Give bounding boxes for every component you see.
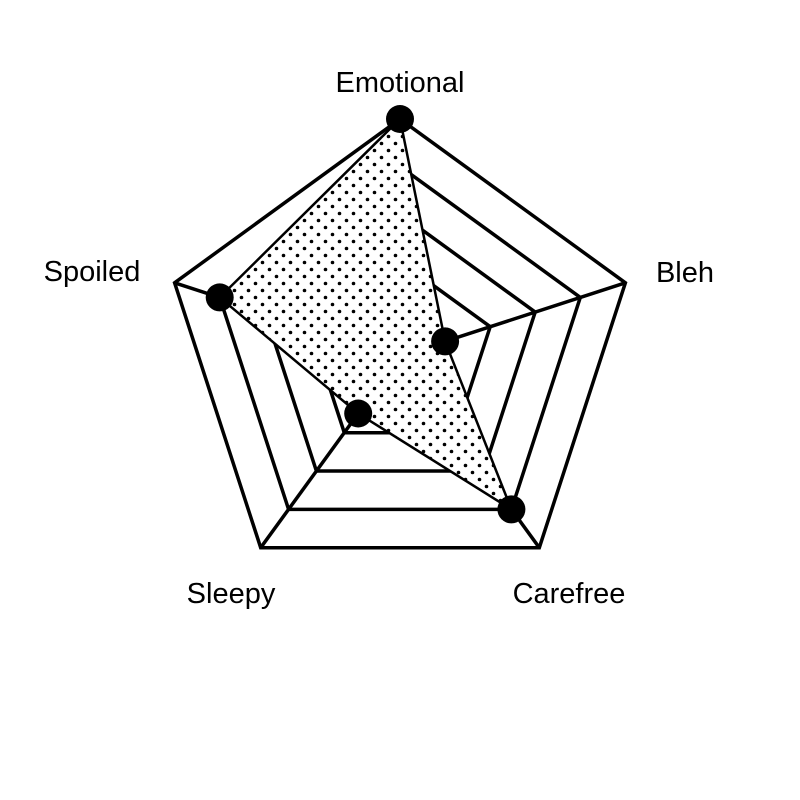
- axis-label-spoiled: Spoiled: [44, 256, 141, 288]
- data-point-sleepy: [344, 399, 373, 428]
- data-point-bleh: [431, 327, 460, 356]
- axis-label-bleh: Bleh: [656, 257, 714, 289]
- grid-ring-5: [172, 116, 628, 550]
- radar-data: [205, 105, 526, 524]
- axis-label-sleepy: Sleepy: [187, 578, 276, 610]
- data-point-carefree: [497, 495, 526, 524]
- series-area-0: [217, 116, 514, 513]
- axis-label-carefree: Carefree: [513, 578, 626, 610]
- data-point-emotional: [386, 105, 414, 133]
- data-point-spoiled: [205, 283, 234, 312]
- axis-label-emotional: Emotional: [336, 67, 465, 99]
